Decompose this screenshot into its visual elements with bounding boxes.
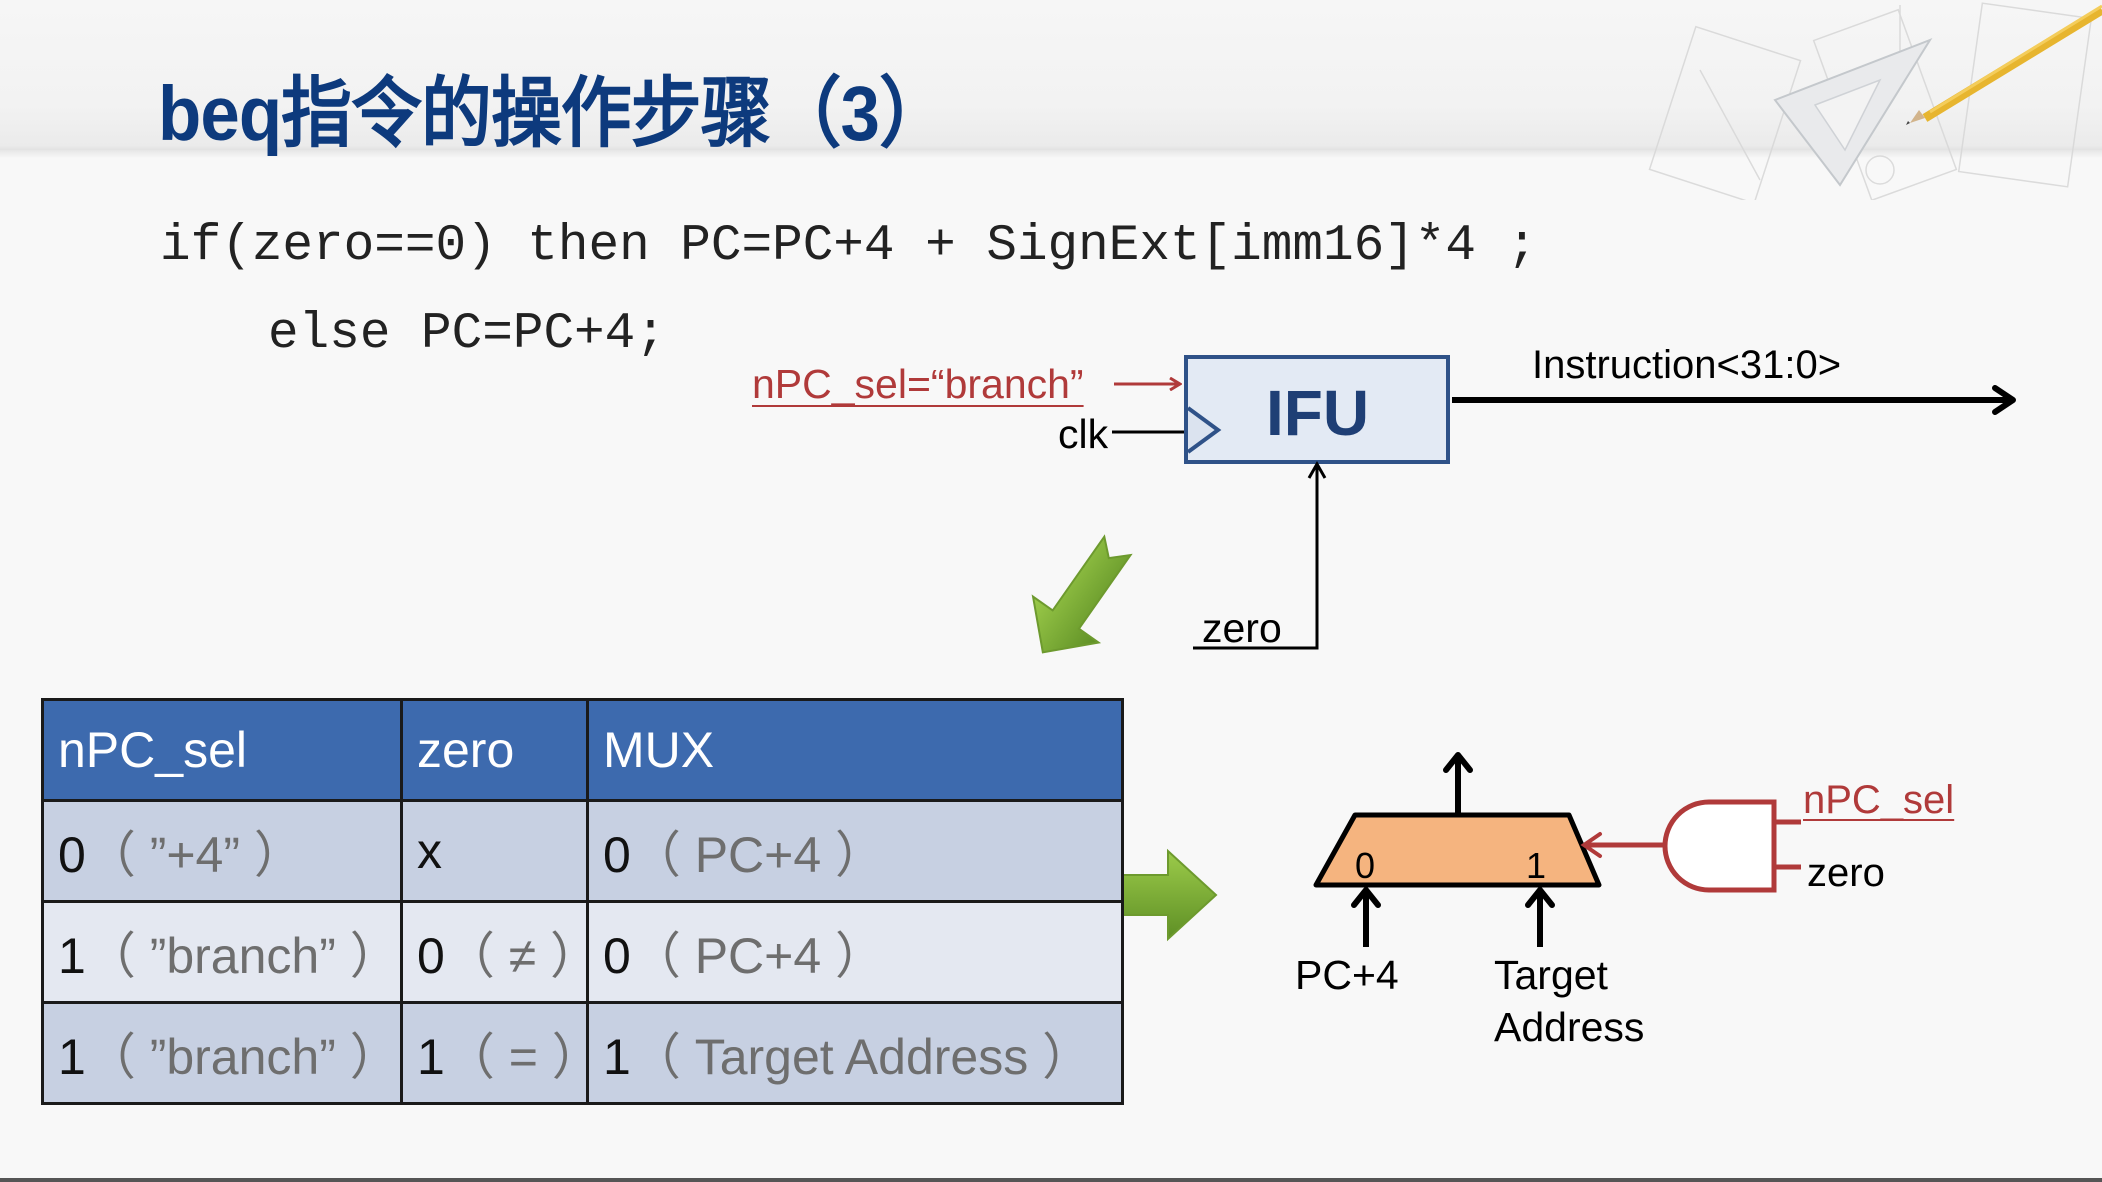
clock-triangle-icon [1186,406,1222,454]
cell-zero: x [400,799,589,903]
slide-title: beq指令的操作步骤（3） [158,71,950,157]
ifu-label: IFU [1266,377,1370,449]
code-line-else: else PC=PC+4; [268,306,666,363]
clk-label: clk [1058,411,1109,457]
header-mux: MUX [586,698,1124,802]
header-npc-sel: nPC_sel [41,698,403,802]
drafting-decoration-icon [1648,2,2102,200]
mux-in1-arrowhead-icon [1525,887,1555,908]
npc-sel-branch-label: nPC_sel=“branch” [752,361,1084,407]
mux-input1-label-line2: Address [1494,1004,1645,1050]
zero-arrowhead-icon [1307,460,1327,479]
pencil-icon [1922,6,2102,122]
gate-npc-sel-label: nPC_sel [1803,778,1955,822]
cell-mux: 1（ Target Address ） [586,1001,1124,1105]
cell-mux: 0（ PC+4 ） [586,799,1124,903]
cell-npc-sel: 1（ ”branch” ） [41,1001,403,1105]
zero-input-label: zero [1202,605,1282,651]
zero-wire [1193,466,1319,650]
truth-table: nPC_sel zero MUX 0（ ”+4” ） x 0（ PC+4 ） 1… [41,698,1124,1105]
footer-border [0,1178,2102,1182]
code-line-then: if(zero==0) then PC=PC+4 + SignExt[imm16… [160,218,1538,275]
mux-output-arrowhead-icon [1443,752,1473,773]
header-shadow [0,150,2102,158]
mux-input1-index: 1 [1526,845,1547,886]
table-header-row: nPC_sel zero MUX [41,698,1124,802]
mux-input0-index: 0 [1355,845,1376,886]
table-row: 1（ ”branch” ） 1（ = ） 1（ Target Address ） [41,1001,1124,1105]
table-row: 1（ ”branch” ） 0（ ≠ ） 0（ PC+4 ） [41,900,1124,1004]
header-zero: zero [400,698,589,802]
and-gate-icon [1662,799,1777,893]
cell-zero: 1（ = ） [400,1001,589,1105]
cell-mux: 0（ PC+4 ） [586,900,1124,1004]
header-band [0,0,2102,150]
mux-in0-arrowhead-icon [1351,887,1381,908]
mux-input1-label-line1: Target [1494,952,1608,998]
gate-zero-label: zero [1807,851,1885,895]
instruction-arrowhead-icon [1992,385,2016,415]
ifu-block [1184,355,1450,464]
mux-block [1313,812,1602,888]
mux-input0-label: PC+4 [1295,952,1399,998]
instruction-label: Instruction<31:0> [1532,343,1842,387]
down-left-arrow-icon [1031,534,1133,654]
cell-npc-sel: 0（ ”+4” ） [41,799,403,903]
table-row: 0（ ”+4” ） x 0（ PC+4 ） [41,799,1124,903]
cell-zero: 0（ ≠ ） [400,900,589,1004]
cell-npc-sel: 1（ ”branch” ） [41,900,403,1004]
gate-to-mux-arrowhead-icon [1580,832,1602,858]
